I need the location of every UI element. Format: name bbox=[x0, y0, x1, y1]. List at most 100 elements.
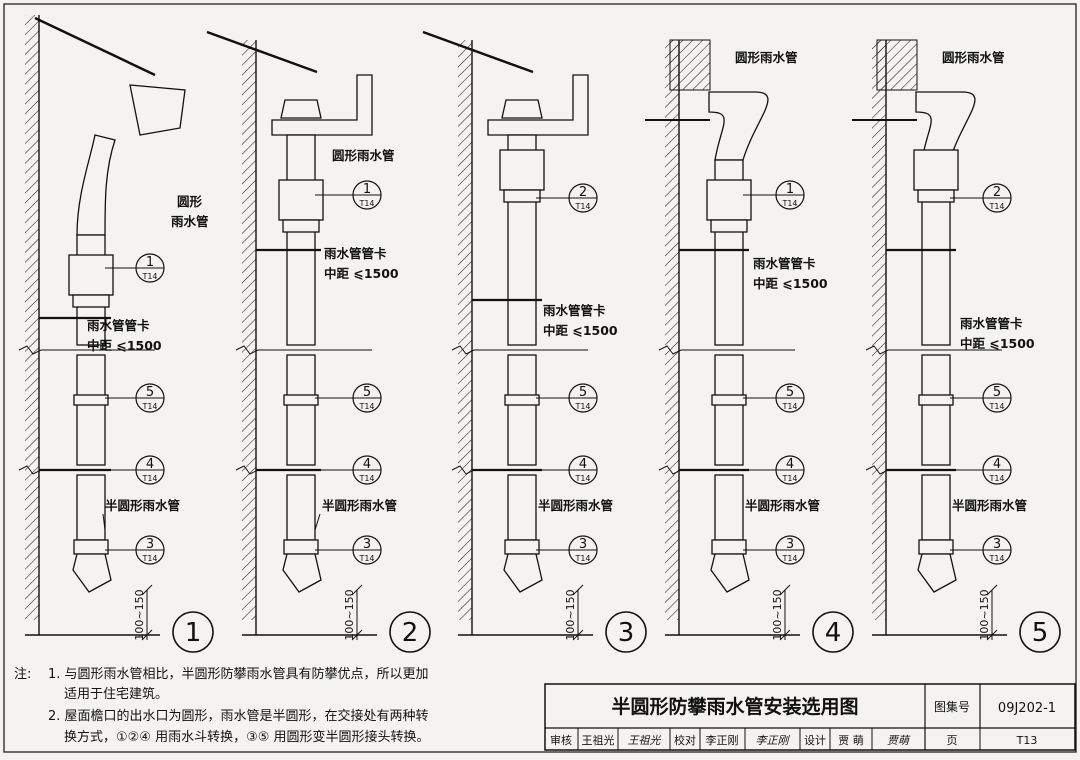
detail-number: 5 bbox=[363, 385, 371, 400]
detail-sheet: T14 bbox=[988, 402, 1004, 411]
roof-slope bbox=[34, 16, 156, 77]
dimension-tick bbox=[572, 584, 584, 596]
detail-sheet: T14 bbox=[988, 554, 1004, 563]
rain-pipe bbox=[76, 354, 106, 466]
detail-number: 5 bbox=[146, 385, 154, 400]
pipe-joint bbox=[283, 539, 319, 555]
panel-number: 1 bbox=[185, 618, 202, 648]
detail-number: 4 bbox=[363, 457, 371, 472]
rain-pipe bbox=[286, 354, 316, 466]
transition-fitting bbox=[913, 149, 959, 191]
detail-sheet: T14 bbox=[574, 202, 590, 211]
half-round-callout: 半圆形雨水管 bbox=[105, 498, 180, 513]
pipe-joint bbox=[504, 394, 540, 406]
panel-number-circle bbox=[1019, 611, 1061, 653]
dimension-tick bbox=[572, 629, 584, 641]
note-1-cont: 适用于住宅建筑。 bbox=[64, 686, 168, 702]
detail-number: 4 bbox=[579, 457, 587, 472]
panel-number-circle bbox=[605, 611, 647, 653]
detail-number: 4 bbox=[993, 457, 1001, 472]
dimension-tick bbox=[351, 584, 363, 596]
pipe-collar bbox=[72, 294, 110, 308]
parapet bbox=[876, 39, 918, 91]
break-line bbox=[865, 345, 1002, 355]
review-signature: 王祖光 bbox=[628, 734, 662, 747]
roof-slope bbox=[206, 30, 318, 74]
dimension-text: 100~150 bbox=[978, 589, 991, 640]
callout-label: 圆形雨水管 bbox=[942, 50, 1005, 65]
callout-label: 圆形雨水管 bbox=[332, 148, 395, 163]
outlet-dome bbox=[280, 99, 322, 119]
dimension-text: 100~150 bbox=[564, 589, 577, 640]
detail-number: 2 bbox=[993, 185, 1001, 200]
half-round-callout: 半圆形雨水管 bbox=[745, 498, 820, 513]
pipe-joint bbox=[73, 539, 109, 555]
design-signature: 贾萌 bbox=[887, 734, 911, 747]
check-signature: 李正刚 bbox=[756, 734, 791, 747]
parapet bbox=[669, 39, 711, 91]
pipe-collar bbox=[917, 189, 955, 203]
detail-sheet: T14 bbox=[988, 474, 1004, 483]
eave-gutter bbox=[129, 84, 186, 136]
check-label: 校对 bbox=[674, 733, 696, 747]
shoe-outlet bbox=[503, 553, 543, 593]
detail-sheet: T14 bbox=[781, 402, 797, 411]
clamp-callout: 雨水管管卡 bbox=[960, 316, 1023, 331]
half-round-callout: 半圆形雨水管 bbox=[952, 498, 1027, 513]
transition-fitting bbox=[278, 179, 324, 221]
half-round-callout: 半圆形雨水管 bbox=[322, 498, 397, 513]
wall-hatch bbox=[872, 40, 886, 620]
detail-number: 1 bbox=[146, 255, 154, 270]
rain-pipe bbox=[921, 354, 951, 466]
check-name: 李正刚 bbox=[706, 733, 739, 747]
clamp-callout: 雨水管管卡 bbox=[753, 256, 816, 271]
note-1: 1. 与圆形雨水管相比，半圆形防攀雨水管具有防攀优点，所以更加 bbox=[48, 666, 429, 682]
clamp-spacing: 中距 ⩽1500 bbox=[87, 338, 162, 353]
clamp-spacing: 中距 ⩽1500 bbox=[324, 266, 399, 281]
callout-label: 圆形 bbox=[177, 194, 203, 209]
detail-sheet: T14 bbox=[358, 474, 374, 483]
dimension-tick bbox=[986, 629, 998, 641]
detail-sheet: T14 bbox=[781, 474, 797, 483]
callout-label: 雨水管 bbox=[171, 214, 209, 229]
panel-number-circle bbox=[812, 611, 854, 653]
detail-number: 1 bbox=[363, 182, 371, 197]
detail-sheet: T14 bbox=[141, 554, 157, 563]
panel-number: 3 bbox=[618, 618, 635, 648]
review-name: 王祖光 bbox=[582, 733, 615, 747]
detail-sheet: T14 bbox=[141, 272, 157, 281]
note-2: 2. 屋面檐口的出水口为圆形，雨水管是半圆形，在交接处有两种转 bbox=[48, 708, 429, 724]
dimension-tick bbox=[141, 629, 153, 641]
review-label: 审核 bbox=[550, 733, 572, 747]
half-round-pipe bbox=[76, 474, 106, 541]
detail-sheet: T14 bbox=[141, 402, 157, 411]
shoe-outlet bbox=[710, 553, 750, 593]
leader-line bbox=[102, 513, 106, 531]
break-line bbox=[658, 345, 795, 355]
shoe-outlet bbox=[282, 553, 322, 593]
detail-number: 2 bbox=[579, 185, 587, 200]
detail-sheet: T14 bbox=[358, 402, 374, 411]
detail-number: 3 bbox=[579, 537, 587, 552]
clamp-callout: 雨水管管卡 bbox=[324, 246, 387, 261]
wall-hatch bbox=[25, 15, 39, 620]
notes-prefix: 注: bbox=[14, 667, 31, 682]
clamp-spacing: 中距 ⩽1500 bbox=[753, 276, 828, 291]
roof-slope bbox=[422, 30, 534, 74]
rain-pipe bbox=[286, 134, 316, 346]
detail-sheet: T14 bbox=[358, 554, 374, 563]
shoe-outlet bbox=[917, 553, 957, 593]
page-label: 页 bbox=[947, 734, 958, 747]
dimension-tick bbox=[779, 629, 791, 641]
outlet-dome bbox=[501, 99, 543, 119]
break-line bbox=[18, 345, 155, 355]
detail-sheet: T14 bbox=[358, 199, 374, 208]
detail-number: 5 bbox=[993, 385, 1001, 400]
detail-number: 3 bbox=[146, 537, 154, 552]
eave-gutter bbox=[487, 74, 589, 136]
pipe-joint bbox=[918, 539, 954, 555]
half-round-pipe bbox=[507, 474, 537, 541]
